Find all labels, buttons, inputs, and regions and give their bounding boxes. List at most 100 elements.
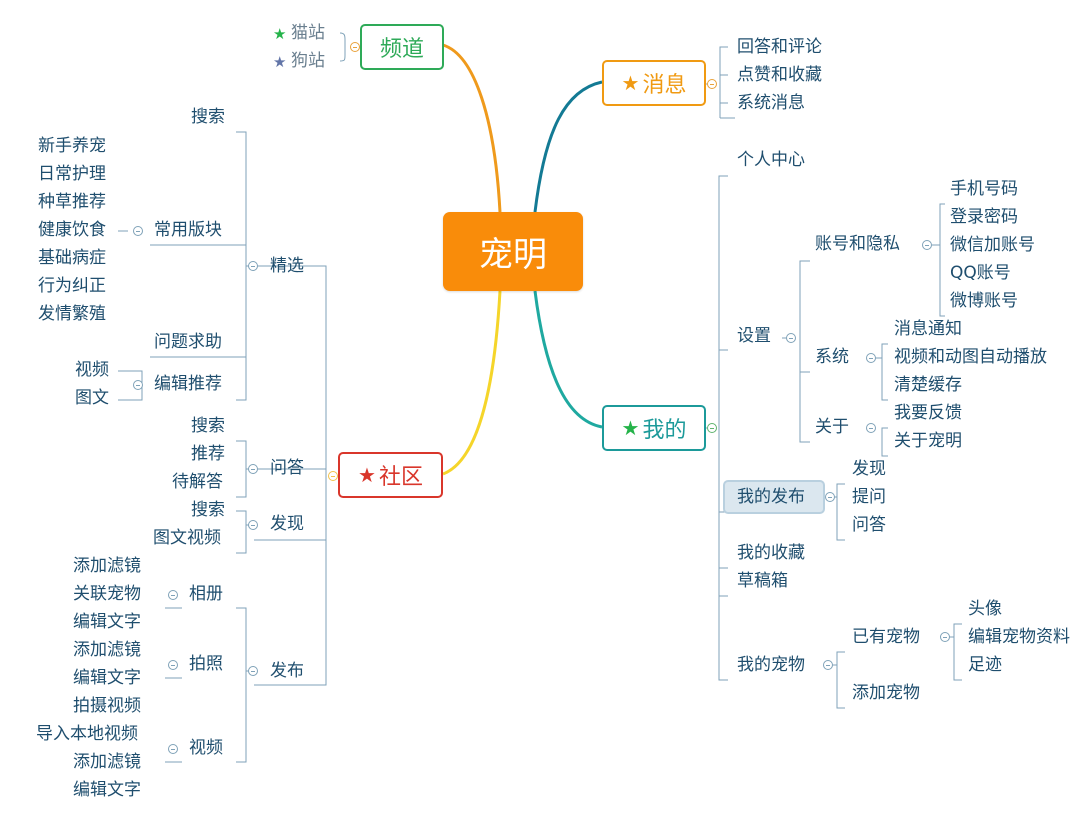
common-item[interactable]: 健康饮食 [38, 220, 106, 240]
community-featured[interactable]: 精选 [270, 256, 304, 276]
owned-item[interactable]: 头像 [968, 599, 1002, 619]
community-qa[interactable]: 问答 [270, 458, 304, 478]
publish-album[interactable]: 相册 [189, 584, 223, 604]
mine-personal-center[interactable]: 个人中心 [737, 150, 805, 170]
topic-channel-label: 频道 [379, 37, 424, 62]
star-icon: ★ [621, 71, 640, 95]
video-item[interactable]: 编辑文字 [73, 780, 141, 800]
owned-item[interactable]: 编辑宠物资料 [968, 627, 1070, 647]
collapse-icon[interactable] [825, 492, 835, 502]
qa-item[interactable]: 待解答 [172, 472, 223, 492]
collapse-icon[interactable] [133, 226, 143, 236]
collapse-icon[interactable] [248, 666, 258, 676]
owned-item[interactable]: 足迹 [968, 655, 1002, 675]
photo-item[interactable]: 编辑文字 [73, 668, 141, 688]
channel-item-dog[interactable]: 狗站 [291, 51, 325, 71]
about-item[interactable]: 我要反馈 [894, 403, 962, 423]
news-item[interactable]: 回答和评论 [737, 37, 822, 57]
topic-mine[interactable]: ★ 我的 [602, 405, 706, 451]
collapse-icon[interactable] [866, 423, 876, 433]
news-item[interactable]: 点赞和收藏 [737, 65, 822, 85]
mine-my-pets[interactable]: 我的宠物 [737, 655, 805, 675]
root-topic[interactable]: 宠明 [443, 212, 583, 291]
common-item[interactable]: 发情繁殖 [38, 304, 106, 324]
system-item[interactable]: 视频和动图自动播放 [894, 347, 1047, 367]
collapse-icon[interactable] [922, 240, 932, 250]
topic-channel[interactable]: 频道 [360, 24, 444, 70]
topic-news-label: 消息 [642, 73, 687, 98]
collapse-icon[interactable] [168, 590, 178, 600]
publish-video[interactable]: 视频 [189, 738, 223, 758]
my-posts-item[interactable]: 发现 [852, 459, 886, 479]
collapse-icon[interactable] [248, 520, 258, 530]
channel-item-cat[interactable]: 猫站 [291, 23, 325, 43]
pets-add[interactable]: 添加宠物 [852, 683, 920, 703]
mine-drafts[interactable]: 草稿箱 [737, 571, 788, 591]
common-item[interactable]: 日常护理 [38, 164, 106, 184]
album-item[interactable]: 编辑文字 [73, 612, 141, 632]
discover-item[interactable]: 图文视频 [153, 528, 221, 548]
mine-my-posts[interactable]: 我的发布 [737, 487, 805, 507]
collapse-icon[interactable] [350, 42, 360, 52]
community-publish[interactable]: 发布 [270, 661, 304, 681]
settings-about[interactable]: 关于 [815, 417, 849, 437]
featured-search[interactable]: 搜索 [191, 107, 225, 127]
account-item[interactable]: 微信加账号 [950, 235, 1035, 255]
video-item[interactable]: 导入本地视频 [36, 724, 138, 744]
featured-help[interactable]: 问题求助 [154, 332, 222, 352]
star-icon: ★ [273, 25, 287, 43]
collapse-icon[interactable] [168, 660, 178, 670]
collapse-icon[interactable] [248, 261, 258, 271]
qa-item[interactable]: 搜索 [191, 416, 225, 436]
video-item[interactable]: 拍摄视频 [73, 696, 141, 716]
collapse-icon[interactable] [168, 744, 178, 754]
publish-photo[interactable]: 拍照 [189, 654, 223, 674]
video-item[interactable]: 添加滤镜 [73, 752, 141, 772]
common-item[interactable]: 新手养宠 [38, 136, 106, 156]
collapse-icon[interactable] [707, 79, 717, 89]
account-item[interactable]: QQ账号 [950, 263, 1011, 283]
account-item[interactable]: 手机号码 [950, 179, 1018, 199]
topic-mine-label: 我的 [642, 418, 687, 443]
about-item[interactable]: 关于宠明 [894, 431, 962, 451]
common-item[interactable]: 基础病症 [38, 248, 106, 268]
selected-node-highlight[interactable] [723, 480, 825, 514]
pets-owned[interactable]: 已有宠物 [852, 627, 920, 647]
star-icon: ★ [358, 463, 376, 487]
account-item[interactable]: 登录密码 [950, 207, 1018, 227]
featured-common[interactable]: 常用版块 [154, 220, 222, 240]
mine-settings[interactable]: 设置 [737, 326, 771, 346]
system-item[interactable]: 消息通知 [894, 319, 962, 339]
collapse-icon[interactable] [940, 632, 950, 642]
album-item[interactable]: 添加滤镜 [73, 556, 141, 576]
editor-pick-item[interactable]: 图文 [75, 388, 109, 408]
collapse-icon[interactable] [823, 660, 833, 670]
collapse-icon[interactable] [866, 353, 876, 363]
collapse-icon[interactable] [707, 423, 717, 433]
photo-item[interactable]: 添加滤镜 [73, 640, 141, 660]
system-item[interactable]: 清楚缓存 [894, 375, 962, 395]
community-discover[interactable]: 发现 [270, 514, 304, 534]
collapse-icon[interactable] [786, 333, 796, 343]
settings-account[interactable]: 账号和隐私 [815, 234, 900, 254]
featured-editor-picks[interactable]: 编辑推荐 [154, 374, 222, 394]
my-posts-item[interactable]: 提问 [852, 487, 886, 507]
topic-news[interactable]: ★ 消息 [602, 60, 706, 106]
star-icon: ★ [273, 53, 287, 71]
qa-item[interactable]: 推荐 [191, 444, 225, 464]
topic-community[interactable]: ★ 社区 [338, 452, 443, 498]
settings-system[interactable]: 系统 [815, 347, 849, 367]
collapse-icon[interactable] [328, 471, 338, 481]
news-item[interactable]: 系统消息 [737, 93, 805, 113]
collapse-icon[interactable] [248, 464, 258, 474]
common-item[interactable]: 种草推荐 [38, 192, 106, 212]
my-posts-item[interactable]: 问答 [852, 515, 886, 535]
mine-favorites[interactable]: 我的收藏 [737, 543, 805, 563]
editor-pick-item[interactable]: 视频 [75, 360, 109, 380]
common-item[interactable]: 行为纠正 [38, 276, 106, 296]
account-item[interactable]: 微博账号 [950, 291, 1018, 311]
album-item[interactable]: 关联宠物 [73, 584, 141, 604]
collapse-icon[interactable] [133, 380, 143, 390]
discover-item[interactable]: 搜索 [191, 500, 225, 520]
